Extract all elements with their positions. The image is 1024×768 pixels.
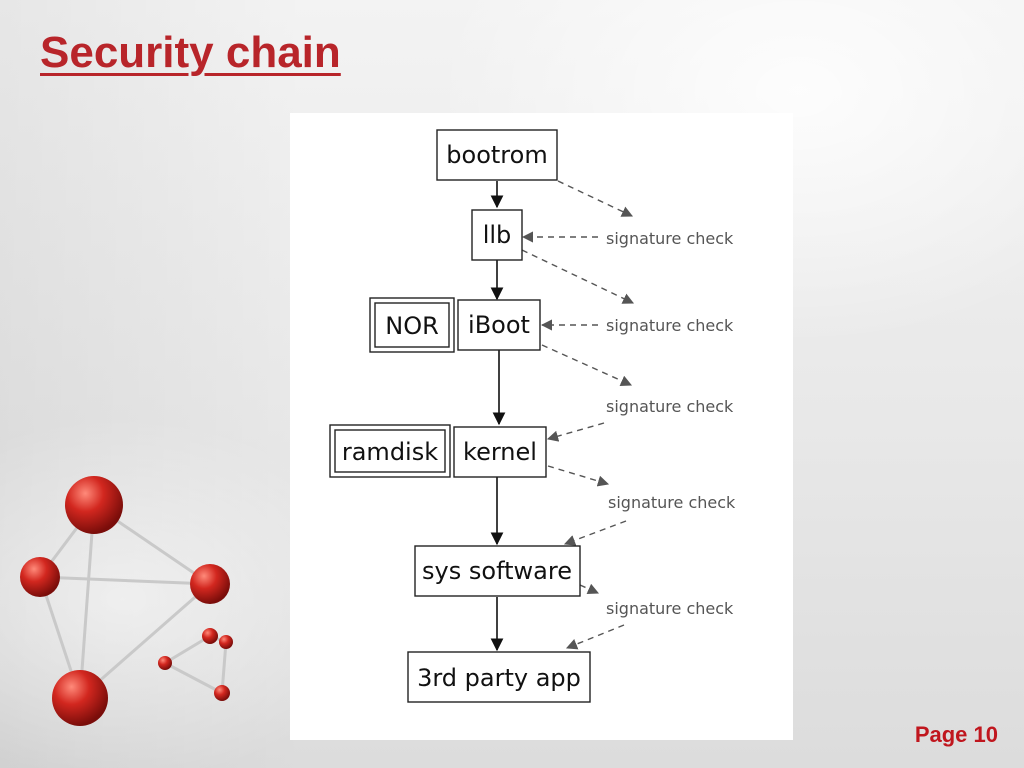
security-chain-diagram: bootrom llb NOR iBoot ramdisk kernel sys… [290,113,793,740]
node-3rd-party-app: 3rd party app [407,651,591,703]
signature-arrow [521,249,635,304]
signature-arrow [565,624,625,650]
signature-arrow [563,520,627,546]
node-llb: llb [471,209,523,261]
node-kernel: kernel [453,426,547,478]
node-label: sys software [422,557,572,585]
molecule-ball [190,564,230,604]
molecule-ball [65,476,123,534]
node-label: NOR [385,312,439,340]
signature-arrow [557,180,634,217]
node-label: 3rd party app [417,664,581,692]
molecule-ball [20,557,60,597]
node-ramdisk: ramdisk [329,424,451,478]
molecule-ball [158,656,172,670]
signature-arrow [579,583,600,595]
page-title: Security chain [40,28,341,77]
node-label: ramdisk [342,438,438,466]
node-nor: NOR [369,297,455,353]
molecule-ball [52,670,108,726]
node-label: kernel [463,438,537,466]
node-bootrom: bootrom [436,129,558,181]
signature-check-label: signature check [606,397,734,416]
node-label: bootrom [446,141,547,169]
signature-check-label: signature check [606,599,734,618]
page-number: Page 10 [914,722,998,747]
molecule-ball [202,628,218,644]
signature-check-label: signature check [608,493,736,512]
molecule-decoration [20,476,233,726]
molecule-ball [214,685,230,701]
signature-arrow [547,465,610,487]
node-label: iBoot [468,311,530,339]
signature-check-label: signature check [606,229,734,248]
node-iboot: iBoot [457,299,541,351]
signature-arrow [546,422,605,442]
node-sys-software: sys software [414,545,581,597]
molecule-ball [219,635,233,649]
node-label: llb [483,221,512,249]
signature-check-label: signature check [606,316,734,335]
signature-arrow [541,344,633,386]
